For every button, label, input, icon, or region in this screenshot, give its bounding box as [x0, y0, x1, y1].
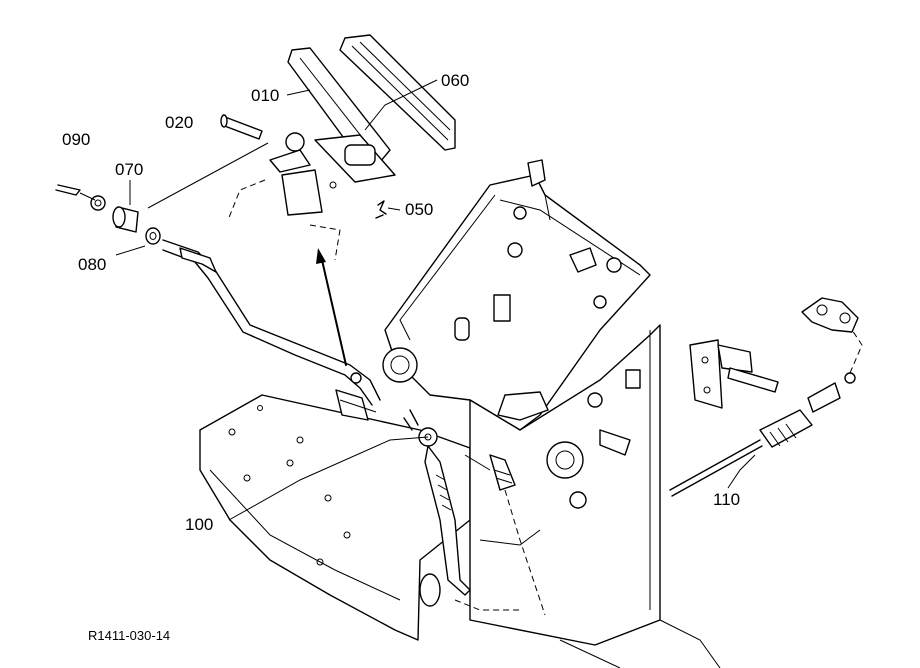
brake-pedal-060 [339, 34, 456, 151]
pin-020 [220, 114, 263, 140]
brake-rod [162, 239, 381, 421]
washer-090 [55, 184, 106, 211]
label-110: 110 [713, 490, 740, 509]
washer-080 [145, 227, 161, 245]
transmission-housing [419, 324, 721, 668]
label-070: 070 [115, 160, 143, 179]
cotter-pin-050 [375, 200, 387, 219]
label-090: 090 [62, 130, 90, 149]
pedal-arm-assembly [269, 132, 396, 216]
cable-100 [403, 391, 549, 596]
label-060: 060 [441, 71, 469, 90]
cable-bracket [689, 339, 779, 409]
leader-lines [79, 79, 756, 616]
label-080: 080 [78, 255, 106, 274]
label-050: 050 [405, 200, 433, 219]
label-100: 100 [185, 515, 213, 534]
label-010: 010 [251, 86, 279, 105]
label-020: 020 [165, 113, 193, 132]
cable-110 [669, 297, 863, 497]
bushing-070 [112, 206, 139, 233]
reference-code: R1411-030-14 [88, 628, 170, 643]
assembly-arrow [316, 248, 347, 366]
pedal-bracket-frame [382, 159, 651, 431]
